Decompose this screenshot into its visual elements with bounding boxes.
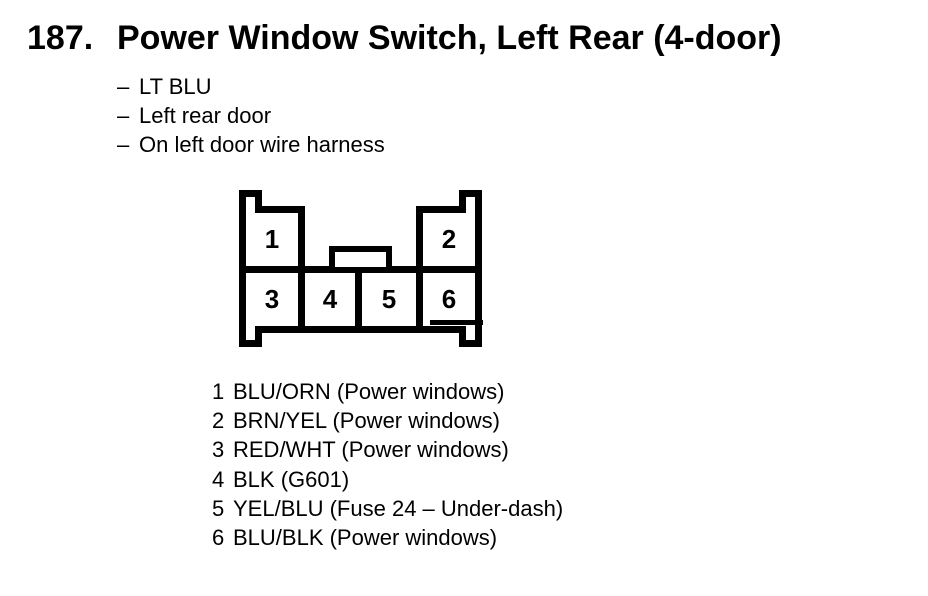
connector-tab-right-top xyxy=(460,190,482,197)
pin-3-number: 3 xyxy=(264,284,280,314)
bullet-dash: – xyxy=(117,132,130,157)
pin-2-cavity: 2 xyxy=(423,213,475,266)
pin-legend: 1 BLU/ORN (Power windows) 2 BRN/YEL (Pow… xyxy=(212,377,563,552)
bullet-dash: – xyxy=(117,103,130,128)
connector-tab-left-side xyxy=(255,190,262,213)
legend-pin-number: 6 xyxy=(212,525,225,551)
connector-foot-right-bottom xyxy=(460,340,482,347)
connector-pin2-top-edge xyxy=(416,206,466,213)
legend-row: 4 BLK (G601) xyxy=(212,465,563,494)
pin-5-cavity: 5 xyxy=(362,273,416,326)
connector-tab-left-top xyxy=(239,190,261,197)
legend-wire-label: BLU/BLK (Power windows) xyxy=(233,525,498,551)
pin-1-number: 1 xyxy=(264,224,280,254)
note-item: – Left rear door xyxy=(117,101,385,130)
legend-wire-label: BLK (G601) xyxy=(233,466,350,492)
connector-pin1-top-edge xyxy=(255,206,305,213)
pin-6-number: 6 xyxy=(441,284,457,314)
legend-row: 2 BRN/YEL (Power windows) xyxy=(212,406,563,435)
note-item: – On left door wire harness xyxy=(117,130,385,159)
connector-key-tab xyxy=(329,246,483,325)
note-text: LT BLU xyxy=(139,74,212,99)
note-item: – LT BLU xyxy=(117,72,385,101)
connector-foot-left-side xyxy=(255,326,262,347)
pin-1-cavity: 1 xyxy=(246,213,298,266)
legend-pin-number: 3 xyxy=(212,437,225,463)
pin-6-cavity: 6 xyxy=(423,273,475,326)
legend-pin-number: 4 xyxy=(212,466,225,492)
connector-divider-4-5 xyxy=(355,266,362,333)
pin-4-cavity: 4 xyxy=(305,273,355,326)
legend-wire-label: BLU/ORN (Power windows) xyxy=(233,379,505,404)
legend-row: 1 BLU/ORN (Power windows) xyxy=(212,377,563,406)
pin-2-number: 2 xyxy=(441,224,457,254)
connector-foot-right-side xyxy=(459,326,466,347)
connector-key-tab-line xyxy=(430,320,483,325)
connector-foot-left-bottom xyxy=(239,340,261,347)
legend-row: 5 YEL/BLU (Fuse 24 – Under-dash) xyxy=(212,494,563,523)
pin-5-number: 5 xyxy=(381,284,397,314)
note-text: On left door wire harness xyxy=(139,132,385,157)
legend-wire-label: YEL/BLU (Fuse 24 – Under-dash) xyxy=(233,495,564,521)
notes-list: – LT BLU – Left rear door – On left door… xyxy=(117,72,385,159)
legend-wire-label: BRN/YEL (Power windows) xyxy=(233,408,500,434)
connector-diagram: 1 2 3 4 5 6 xyxy=(239,190,483,347)
legend-pin-number: 5 xyxy=(212,495,225,521)
legend-pin-number: 1 xyxy=(212,379,225,404)
pin-4-number: 4 xyxy=(322,284,338,314)
bullet-dash: – xyxy=(117,74,130,99)
figure-title: Power Window Switch, Left Rear (4-door) xyxy=(117,19,782,57)
legend-row: 6 BLU/BLK (Power windows) xyxy=(212,523,563,552)
figure-number: 187. xyxy=(27,19,94,57)
legend-row: 3 RED/WHT (Power windows) xyxy=(212,435,563,464)
legend-wire-label: RED/WHT (Power windows) xyxy=(233,437,509,463)
connector-tab-right-side xyxy=(459,190,466,213)
legend-pin-number: 2 xyxy=(212,408,225,434)
connector-bottom-edge xyxy=(255,326,466,333)
pin-3-cavity: 3 xyxy=(246,273,298,326)
note-text: Left rear door xyxy=(139,103,272,128)
